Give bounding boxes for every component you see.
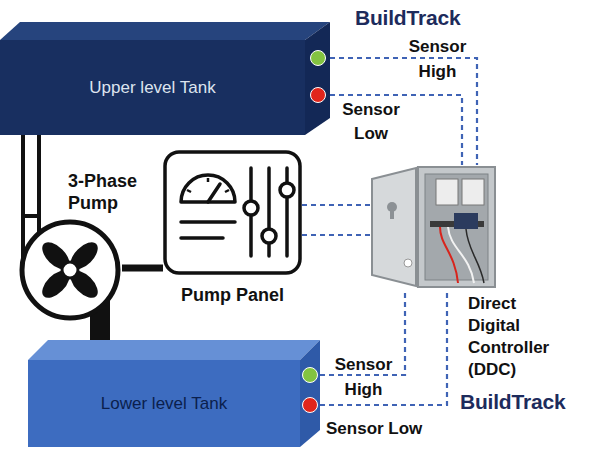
sensor-label: Sensor Low [326,418,446,440]
gauge-tick [225,190,229,192]
gauge-needle [208,184,220,202]
sensor-label: Sensor High [400,34,475,84]
pump-impeller [37,237,102,302]
node-label: Upper level Tank [0,40,305,135]
panel-line [181,220,235,224]
sensor-label: Sensor High [326,352,401,402]
signal-line [330,95,462,165]
controller-cabinet [370,165,497,290]
node-label: Pump Panel [163,285,302,306]
tank-side-face [300,340,320,447]
tank-front-face [28,360,300,447]
connector [122,268,163,269]
circuit-board [454,213,478,229]
node-label: Direct Digital Controller (DDC) [468,293,564,381]
connector [100,322,101,340]
lower-tank: Lower level Tank [28,340,320,447]
pipe-bore [25,135,37,218]
node-label: Lower level Tank [28,360,300,447]
high-sensor-dot [303,368,318,383]
node-label: 3-Phase Pump [68,170,163,214]
slider-knob [244,201,258,215]
sensor-label: Sensor Low [336,98,406,146]
wire [466,229,484,283]
connector [31,135,32,218]
high-sensor-dot [311,51,326,66]
impeller-hub [62,262,78,278]
pump-node: 3-Phase Pump [18,218,122,322]
tank-top-face [0,22,330,40]
signal-line [302,234,370,236]
cabinet-body [418,167,495,287]
gauge-tick [207,178,210,182]
slider-knob [262,229,276,243]
pump-panel: Pump Panel [163,150,302,275]
panel-line [181,236,223,240]
slider-knob [280,183,294,197]
power-cable [122,265,163,272]
gauge-dial [181,175,235,202]
pipe-wall [21,135,41,218]
pipe-solid [90,322,110,340]
gauge-tick [187,190,191,192]
low-sensor-dot [303,398,318,413]
pump-casing [22,222,118,318]
controller-module [436,179,458,205]
tank-side-face [305,22,330,135]
upper-tank: Upper level Tank [0,22,330,135]
wire [448,227,474,283]
controller-module [462,179,484,205]
controller-node: Direct Digital Controller (DDC) [370,165,497,290]
signal-line [320,290,447,405]
tank-top-face [28,340,320,360]
signal-line [302,204,370,206]
cabinet-door [372,168,416,286]
connector [320,290,447,405]
connector [330,95,462,165]
connector [302,235,370,236]
panel-outline [165,152,300,273]
connector [302,205,370,206]
door-handle [390,207,394,219]
brand-logo: BuildTrack [460,390,565,414]
tank-front-face [0,40,305,135]
brand-logo: BuildTrack [355,6,460,30]
pump-symbol [18,218,122,322]
low-sensor-dot [311,88,326,103]
slider-track [285,168,289,256]
door-sticker [404,259,412,267]
panel-icon [163,150,302,275]
